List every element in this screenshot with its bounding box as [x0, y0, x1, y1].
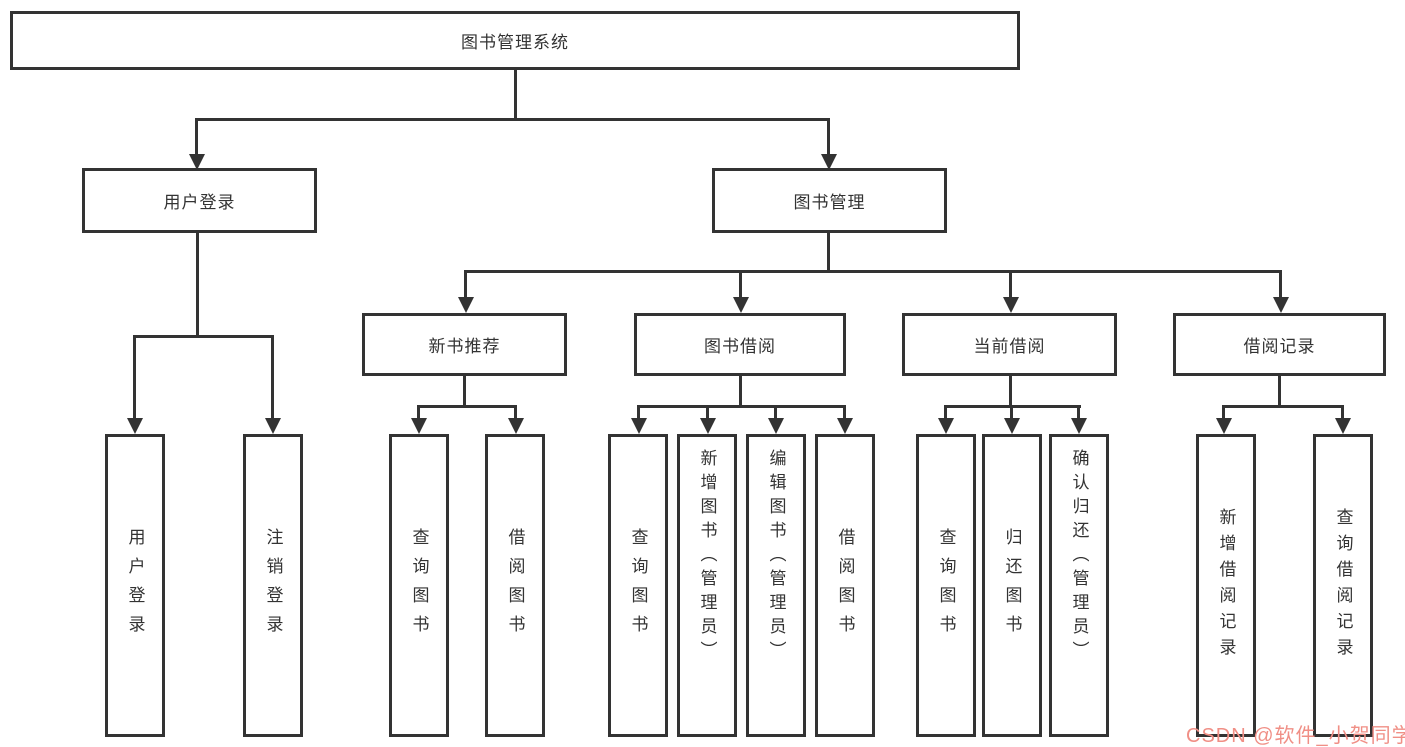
leaf-logout: 注销登录 [243, 434, 303, 737]
connector-line [827, 233, 830, 272]
arrow-down-icon [1003, 297, 1019, 313]
leaf-confirm-return-admin: 确认归还（管理员） [1049, 434, 1109, 737]
connector-line [774, 405, 777, 421]
connector-line [463, 376, 466, 407]
leaf-query-books-recommend: 查询图书 [389, 434, 449, 737]
connector-line [1278, 376, 1281, 407]
connector-line [944, 405, 947, 421]
node-user-login: 用户登录 [82, 168, 317, 233]
leaf-query-borrow-record: 查询借阅记录 [1313, 434, 1373, 737]
connector-line [514, 405, 517, 421]
arrow-down-icon [821, 154, 837, 170]
node-new-book-recommend: 新书推荐 [362, 313, 567, 376]
connector-line [196, 233, 199, 338]
connector-line [637, 405, 846, 408]
arrow-down-icon [458, 297, 474, 313]
leaf-borrow-books: 借阅图书 [815, 434, 875, 737]
connector-line [739, 376, 742, 407]
arrow-down-icon [938, 418, 954, 434]
arrow-down-icon [631, 418, 647, 434]
connector-line [464, 270, 1281, 273]
arrow-down-icon [1273, 297, 1289, 313]
arrow-down-icon [1216, 418, 1232, 434]
arrow-down-icon [837, 418, 853, 434]
leaf-borrow-books-recommend: 借阅图书 [485, 434, 545, 737]
connector-line [133, 335, 274, 338]
connector-line [1009, 270, 1012, 300]
connector-line [417, 405, 420, 421]
connector-line [1222, 405, 1344, 408]
csdn-watermark: CSDN @软件_小贺同学 [1186, 725, 1405, 747]
connector-line [195, 118, 198, 158]
arrow-down-icon [733, 297, 749, 313]
connector-line [195, 118, 830, 121]
connector-line [706, 405, 709, 421]
arrow-down-icon [1071, 418, 1087, 434]
arrow-down-icon [189, 154, 205, 170]
connector-line [271, 335, 274, 422]
arrow-down-icon [265, 418, 281, 434]
connector-line [417, 405, 517, 408]
connector-line [1077, 405, 1080, 421]
leaf-user-login: 用户登录 [105, 434, 165, 737]
arrow-down-icon [411, 418, 427, 434]
node-current-borrow: 当前借阅 [902, 313, 1117, 376]
leaf-return-books: 归还图书 [982, 434, 1042, 737]
arrow-down-icon [1335, 418, 1351, 434]
arrow-down-icon [700, 418, 716, 434]
connector-line [1341, 405, 1344, 421]
connector-line [1010, 405, 1013, 421]
connector-line [637, 405, 640, 421]
leaf-edit-book-admin: 编辑图书（管理员） [746, 434, 806, 737]
connector-line [1009, 376, 1012, 407]
connector-line [739, 270, 742, 300]
leaf-add-book-admin: 新增图书（管理员） [677, 434, 737, 737]
leaf-add-borrow-record: 新增借阅记录 [1196, 434, 1256, 737]
connector-line [843, 405, 846, 421]
arrow-down-icon [1004, 418, 1020, 434]
node-book-borrow: 图书借阅 [634, 313, 846, 376]
connector-line [1279, 270, 1282, 300]
connector-line [1222, 405, 1225, 421]
node-book-management: 图书管理 [712, 168, 947, 233]
node-borrow-record: 借阅记录 [1173, 313, 1386, 376]
connector-line [827, 118, 830, 158]
node-book-management-system: 图书管理系统 [10, 11, 1020, 70]
arrow-down-icon [768, 418, 784, 434]
arrow-down-icon [127, 418, 143, 434]
connector-line [133, 335, 136, 422]
connector-line [464, 270, 467, 300]
connector-line [514, 70, 517, 120]
leaf-query-books-borrow: 查询图书 [608, 434, 668, 737]
leaf-query-books-current: 查询图书 [916, 434, 976, 737]
arrow-down-icon [508, 418, 524, 434]
